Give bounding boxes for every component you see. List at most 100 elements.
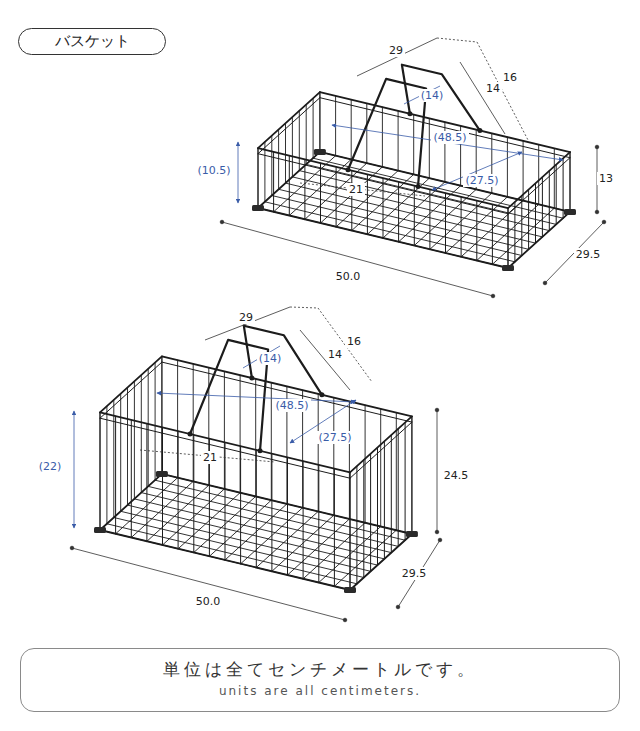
wire	[414, 186, 415, 246]
wire	[278, 130, 279, 190]
wire	[127, 388, 128, 506]
wire	[350, 422, 412, 478]
wire	[549, 171, 550, 231]
dimension-lines	[70, 38, 606, 622]
basket-foot	[564, 209, 576, 215]
dimension-label: 24.5	[442, 469, 471, 482]
wire-basket	[94, 65, 576, 593]
wire	[429, 118, 430, 178]
handle-hinge	[416, 184, 421, 189]
wire	[445, 193, 446, 253]
wire	[508, 208, 509, 268]
dimension-label: (48.5)	[431, 131, 468, 144]
wire	[303, 461, 304, 579]
handle-hinge	[319, 392, 324, 397]
dimension-label: 16	[501, 71, 519, 84]
dimension-label: (27.5)	[463, 174, 500, 187]
handle-hinge	[477, 128, 482, 133]
wire	[508, 158, 570, 214]
wire	[128, 505, 378, 565]
dimension-label: (22)	[37, 460, 64, 473]
dimension-label: 13	[597, 172, 615, 185]
wire	[306, 105, 307, 165]
dimension-label: 29.5	[400, 567, 429, 580]
dimension-label: 29.5	[574, 248, 603, 261]
wire	[384, 441, 385, 559]
dimension-label: (10.5)	[195, 164, 232, 177]
basket-foot	[502, 265, 514, 271]
basket-foot	[406, 531, 418, 537]
wire	[521, 196, 522, 256]
wire	[336, 167, 337, 227]
wire	[319, 92, 320, 152]
wire	[492, 204, 493, 264]
wire	[271, 454, 272, 572]
wire	[114, 518, 364, 578]
wire	[100, 530, 350, 590]
basket-handle	[244, 326, 322, 395]
wire	[287, 457, 288, 575]
wire	[273, 152, 274, 212]
wire	[271, 136, 272, 196]
note-box: 単位は全てセンチメートルです。 units are all centimeters…	[20, 648, 620, 712]
wire	[178, 431, 179, 549]
wire	[508, 208, 509, 268]
node-text: バスケット	[37, 32, 147, 51]
wire	[106, 406, 107, 524]
wire	[350, 416, 412, 472]
wire	[523, 141, 524, 201]
handle-hinge	[407, 111, 412, 116]
wire	[292, 117, 293, 177]
wire	[320, 152, 570, 212]
wire	[299, 171, 549, 231]
wire	[256, 450, 257, 568]
basket-foot	[156, 471, 168, 477]
wire	[391, 435, 392, 553]
wire	[476, 201, 477, 261]
wire	[528, 190, 529, 250]
wire	[508, 152, 570, 208]
handle-hinge	[258, 448, 263, 453]
basket-handle	[348, 79, 426, 187]
wire	[351, 171, 352, 231]
wire	[398, 182, 399, 242]
wire	[134, 499, 384, 559]
basket-foot	[94, 527, 106, 533]
wire	[120, 394, 121, 512]
heading-pill: バスケット	[18, 28, 166, 55]
wire	[161, 356, 162, 474]
wire	[107, 524, 357, 584]
wire	[382, 107, 383, 167]
wire	[148, 486, 398, 546]
node-subtext: units are all centimeters.	[21, 684, 619, 698]
dimension-label: 14	[326, 348, 344, 361]
wire	[306, 164, 556, 224]
wire	[367, 174, 368, 234]
wire	[100, 356, 162, 412]
node-text: 単位は全てセンチメートルです。	[21, 658, 619, 681]
wire	[363, 460, 364, 578]
dimension-label: 50.0	[334, 270, 363, 283]
wire	[193, 435, 194, 553]
wire	[304, 159, 305, 219]
wire	[272, 196, 522, 256]
wire	[380, 409, 381, 527]
dimension-label: 14	[484, 82, 502, 95]
wire	[100, 474, 162, 530]
wire	[289, 156, 290, 216]
wire	[411, 416, 412, 534]
wire	[148, 369, 149, 487]
wire	[258, 148, 508, 208]
wire	[258, 148, 259, 208]
wire	[356, 466, 357, 584]
wire	[366, 103, 367, 163]
wire	[141, 375, 142, 493]
dimension-label: 16	[345, 335, 363, 348]
wire	[351, 100, 352, 160]
wire	[141, 493, 391, 553]
wire	[370, 454, 371, 572]
dimension-label: 29	[387, 44, 405, 57]
wire	[100, 412, 101, 530]
dimension-label: 21	[347, 183, 365, 196]
wire	[535, 183, 536, 243]
